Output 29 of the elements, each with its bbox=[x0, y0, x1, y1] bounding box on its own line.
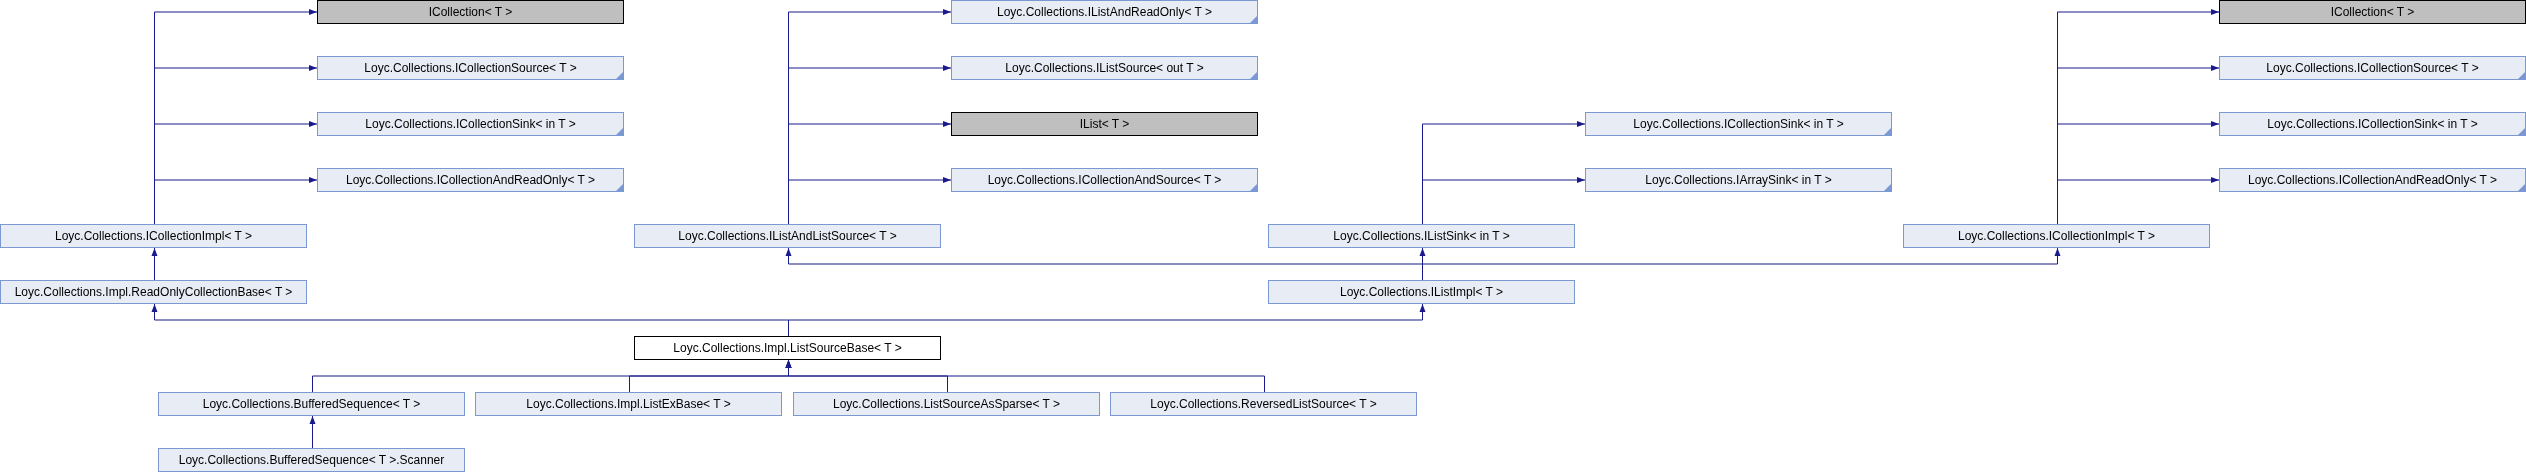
class-box: Loyc.Collections.IListSource< out T > bbox=[951, 56, 1258, 80]
class-box: Loyc.Collections.ReversedListSource< T > bbox=[1110, 392, 1417, 416]
inheritance-arrow bbox=[785, 359, 1265, 393]
class-box: Loyc.Collections.IListSink< in T > bbox=[1268, 224, 1575, 248]
class-box: Loyc.Collections.ICollectionAndReadOnly< T > bbox=[2219, 168, 2526, 192]
class-box: Loyc.Collections.Impl.ReadOnlyCollectionBase< T > bbox=[0, 280, 307, 304]
inheritance-arrow bbox=[151, 247, 158, 281]
class-box: Loyc.Collections.IArraySink< in T > bbox=[1585, 168, 1892, 192]
inheritance-arrow bbox=[309, 415, 316, 449]
class-box: Loyc.Collections.ListSourceAsSparse< T > bbox=[793, 392, 1100, 416]
class-box: Loyc.Collections.ICollectionImpl< T > bbox=[1903, 224, 2210, 248]
class-box: Loyc.Collections.ICollectionSource< T > bbox=[317, 56, 624, 80]
class-box: Loyc.Collections.IListImpl< T > bbox=[1268, 280, 1575, 304]
class-box: Loyc.Collections.ICollectionAndReadOnly< T > bbox=[317, 168, 624, 192]
class-box: Loyc.Collections.Impl.ListExBase< T > bbox=[475, 392, 782, 416]
class-box: ICollection< T > bbox=[2219, 0, 2526, 24]
class-box: Loyc.Collections.ICollectionSink< in T > bbox=[317, 112, 624, 136]
class-box: Loyc.Collections.ICollectionSource< T > bbox=[2219, 56, 2526, 80]
class-box: Loyc.Collections.IListAndReadOnly< T > bbox=[951, 0, 1258, 24]
class-box: Loyc.Collections.ICollectionImpl< T > bbox=[0, 224, 307, 248]
class-box: Loyc.Collections.BufferedSequence< T > bbox=[158, 392, 465, 416]
current-class-box: Loyc.Collections.Impl.ListSourceBase< T > bbox=[634, 336, 941, 360]
class-box: Loyc.Collections.BufferedSequence< T >.Scanner bbox=[158, 448, 465, 472]
class-box: Loyc.Collections.ICollectionSink< in T > bbox=[2219, 112, 2526, 136]
class-box: Loyc.Collections.IListAndListSource< T > bbox=[634, 224, 941, 248]
class-box: IList< T > bbox=[951, 112, 1258, 136]
class-box: ICollection< T > bbox=[317, 0, 624, 24]
class-box: Loyc.Collections.ICollectionSink< in T > bbox=[1585, 112, 1892, 136]
class-box: Loyc.Collections.ICollectionAndSource< T > bbox=[951, 168, 1258, 192]
